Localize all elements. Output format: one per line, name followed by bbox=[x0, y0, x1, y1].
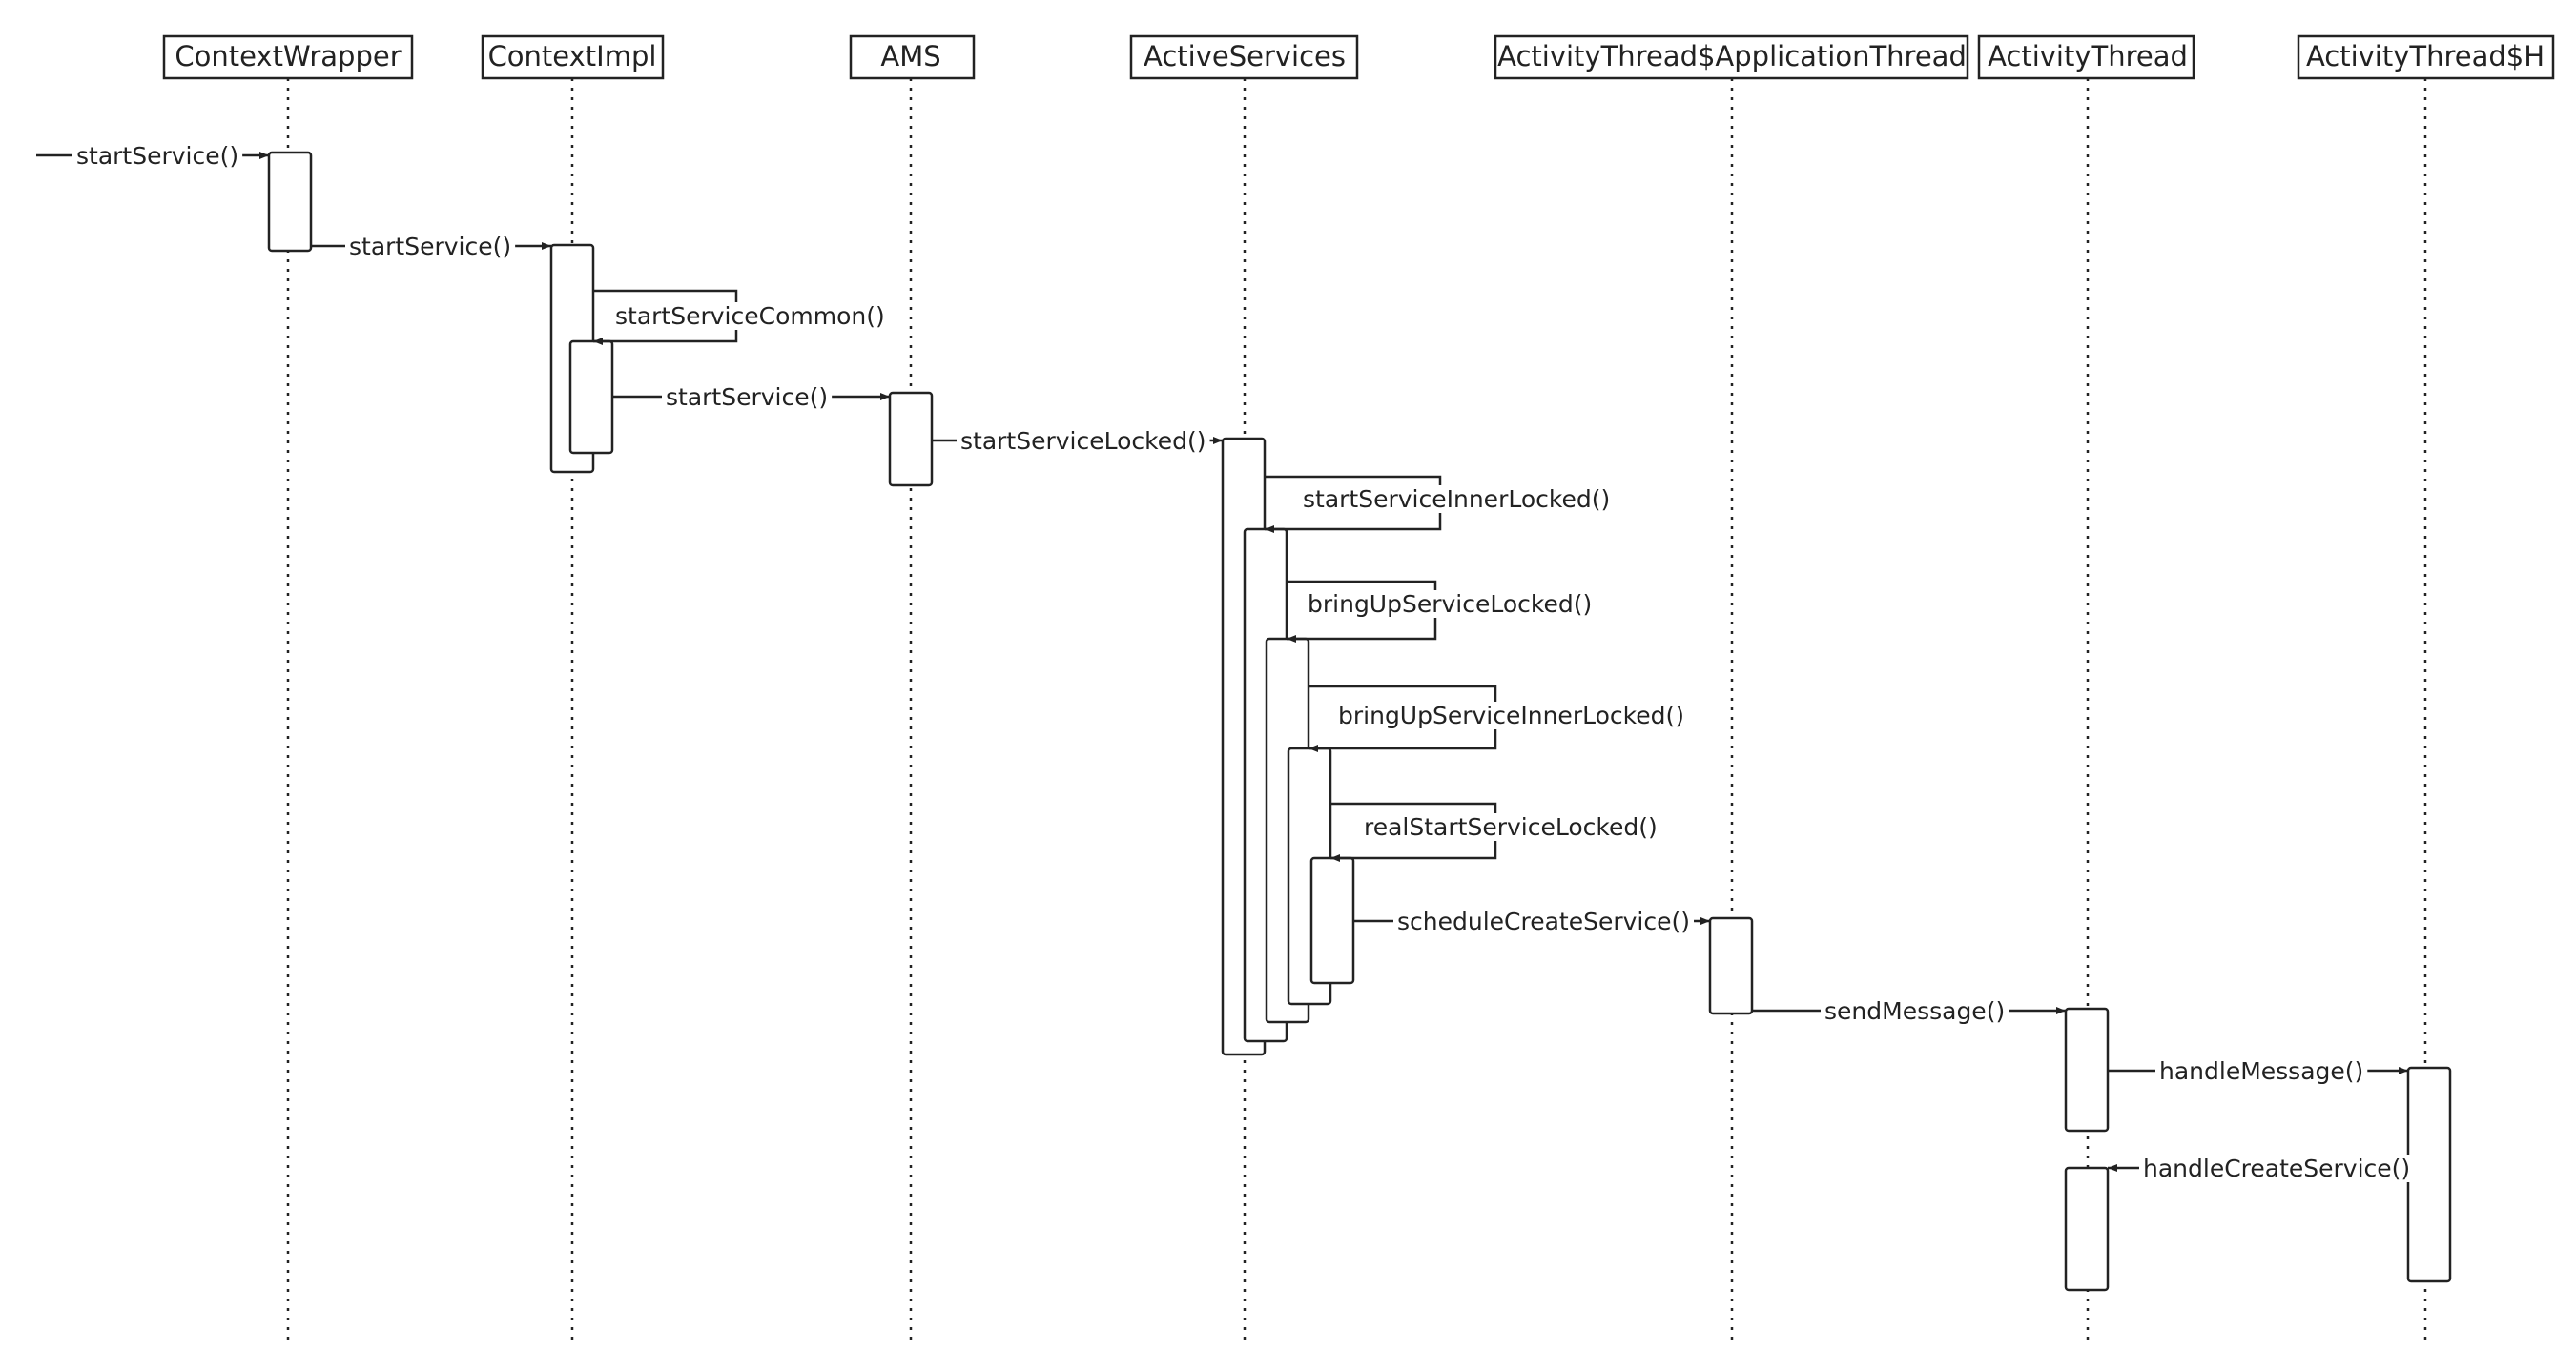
message-3: startService() bbox=[612, 383, 890, 411]
participant-label-cw: ContextWrapper bbox=[175, 40, 401, 72]
message-label: startService() bbox=[349, 233, 511, 260]
message-5: startServiceInnerLocked() bbox=[1265, 475, 1615, 533]
participant-ata: ActivityThread$ApplicationThread bbox=[1494, 34, 1969, 1344]
message-label: realStartServiceLocked() bbox=[1364, 813, 1658, 841]
participant-label-ata: ActivityThread$ApplicationThread bbox=[1497, 40, 1967, 72]
message-label: sendMessage() bbox=[1824, 997, 2005, 1025]
activation-box bbox=[2064, 1007, 2110, 1133]
message-1: startService() bbox=[311, 233, 551, 260]
activation-box bbox=[1309, 856, 1355, 985]
participant-box-ams bbox=[849, 34, 976, 80]
message-9: scheduleCreateService() bbox=[1353, 908, 1710, 935]
message-0: startService() bbox=[36, 142, 269, 170]
participant-label-as: ActiveServices bbox=[1144, 40, 1346, 72]
message-label: startServiceInnerLocked() bbox=[1303, 485, 1610, 513]
message-2: startServiceCommon() bbox=[593, 289, 889, 345]
participant-box-ata bbox=[1494, 34, 1969, 80]
message-label: scheduleCreateService() bbox=[1397, 908, 1690, 935]
message-label: bringUpServiceLocked() bbox=[1308, 590, 1592, 618]
participant-box-ci bbox=[481, 34, 665, 80]
participant-label-ath: ActivityThread$H bbox=[2306, 40, 2545, 72]
message-8: realStartServiceLocked() bbox=[1330, 802, 1661, 862]
participant-label-at: ActivityThread bbox=[1988, 40, 2188, 72]
participant-ath: ActivityThread$H bbox=[2297, 34, 2555, 1344]
participant-box-cw bbox=[162, 34, 414, 80]
activation-box bbox=[2064, 1166, 2110, 1292]
activation-box bbox=[2406, 1066, 2452, 1283]
message-label: handleCreateService() bbox=[2143, 1155, 2410, 1182]
participant-box-at bbox=[1977, 34, 2195, 80]
participant-cw: ContextWrapper bbox=[162, 34, 414, 1344]
message-11: handleMessage() bbox=[2108, 1057, 2408, 1085]
message-label: startService() bbox=[666, 383, 828, 411]
message-label: handleMessage() bbox=[2159, 1057, 2363, 1085]
activation-box bbox=[888, 391, 934, 487]
participant-ams: AMS bbox=[849, 34, 976, 1344]
activation-box bbox=[267, 151, 313, 253]
message-label: startService() bbox=[76, 142, 238, 170]
participant-box-as bbox=[1129, 34, 1359, 80]
message-label: startServiceCommon() bbox=[615, 302, 885, 330]
message-4: startServiceLocked() bbox=[932, 427, 1223, 455]
participant-at: ActivityThread bbox=[1977, 34, 2195, 1344]
message-10: sendMessage() bbox=[1752, 997, 2066, 1025]
message-12: handleCreateService() bbox=[2108, 1155, 2415, 1182]
activation-box bbox=[568, 339, 614, 455]
message-label: bringUpServiceInnerLocked() bbox=[1338, 702, 1684, 729]
message-label: startServiceLocked() bbox=[960, 427, 1206, 455]
participant-label-ci: ContextImpl bbox=[488, 40, 657, 72]
participant-label-ams: AMS bbox=[880, 40, 940, 72]
participant-box-ath bbox=[2297, 34, 2555, 80]
participant-as: ActiveServices bbox=[1129, 34, 1359, 1344]
message-6: bringUpServiceLocked() bbox=[1287, 580, 1597, 643]
message-7: bringUpServiceInnerLocked() bbox=[1309, 685, 1688, 752]
activation-box bbox=[1708, 916, 1754, 1015]
